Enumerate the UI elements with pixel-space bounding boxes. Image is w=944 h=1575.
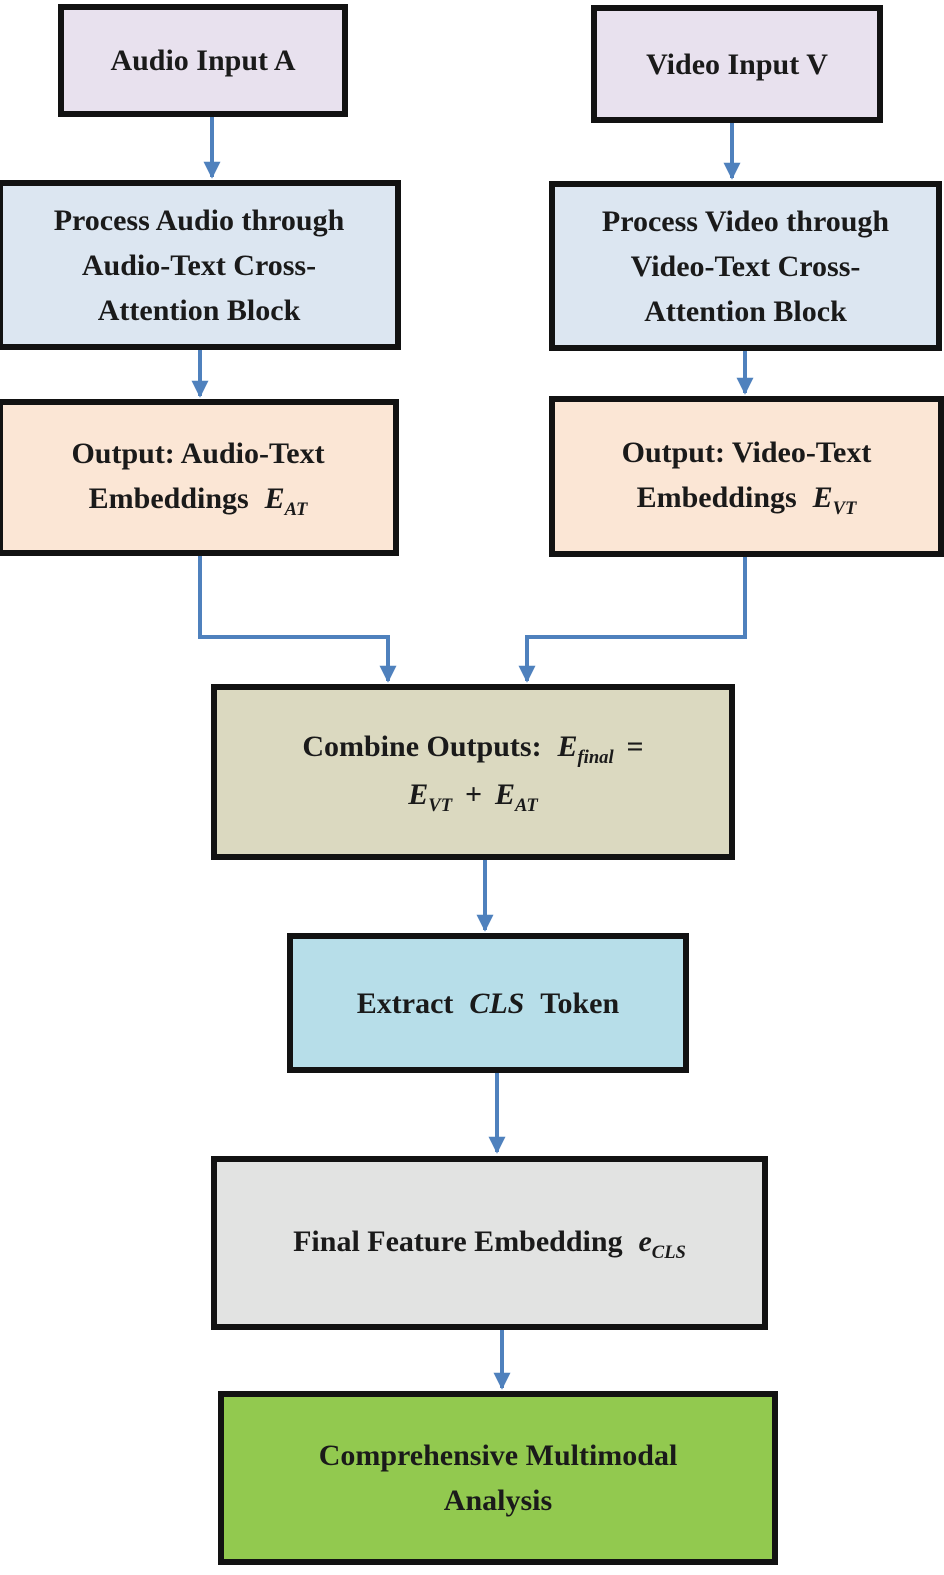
node-label-line: Output: Video-Text [621, 436, 872, 470]
math-subscript: final [577, 747, 614, 769]
math-subscript: AT [284, 499, 308, 521]
node-label-line: Embeddings EAT [71, 476, 324, 524]
connector-output-vt-to-combine [518, 557, 747, 683]
node-label-line: Comprehensive Multimodal [318, 1439, 678, 1472]
node-label-line: Audio-Text Cross- [81, 248, 317, 282]
node-process-audio: Process Audio through Audio-Text Cross- … [0, 180, 401, 350]
node-video-input: Video Input V [591, 5, 883, 123]
node-combine-outputs: Combine Outputs: Efinal = EVT + EAT [211, 684, 735, 860]
node-final-feature-embedding: Final Feature Embedding eCLS [211, 1156, 768, 1330]
node-label-line: Process Audio through [53, 203, 345, 237]
node-label-line: Video-Text Cross- [630, 249, 861, 283]
label-text: Combine Outputs: [302, 730, 542, 764]
node-output-video-text: Output: Video-Text Embeddings EVT [549, 396, 944, 557]
node-label-line: Process Video through [601, 204, 890, 238]
node-label: Output: Video-Text Embeddings EVT [622, 430, 872, 523]
node-extract-cls-token: Extract CLS Token [287, 933, 689, 1073]
node-label-line: Embeddings EVT [622, 475, 872, 523]
math-subscript: CLS [651, 1242, 686, 1264]
math-var: E [494, 778, 515, 811]
equals-sign: = [626, 730, 644, 764]
node-label-line: Output: Audio-Text [71, 437, 325, 471]
math-subscript: AT [514, 795, 538, 816]
node-label-line: EVT + EAT [302, 772, 643, 820]
label-text: Embeddings [636, 481, 797, 515]
math-var: E [264, 482, 285, 516]
math-var: E [812, 481, 833, 515]
node-label: Extract CLS Token [357, 981, 619, 1026]
node-label: Process Audio through Audio-Text Cross- … [54, 198, 345, 333]
math-subscript: VT [832, 498, 857, 520]
node-label: Final Feature Embedding eCLS [293, 1219, 686, 1267]
math-var: e [638, 1225, 652, 1259]
node-comprehensive-multimodal-analysis: Comprehensive Multimodal Analysis [218, 1391, 778, 1565]
label-text: Final Feature Embedding [293, 1225, 623, 1259]
label-text: Embeddings [88, 482, 249, 516]
plus-sign: + [464, 778, 483, 811]
node-label: Video Input V [646, 47, 828, 81]
math-var: E [408, 778, 429, 811]
label-text: Extract [356, 986, 454, 1020]
node-label-line: Combine Outputs: Efinal = [302, 724, 643, 772]
label-text: Token [540, 986, 620, 1020]
node-label-line: Attention Block [97, 293, 301, 327]
node-label-line: Analysis [443, 1484, 553, 1517]
connector-output-at-to-combine [198, 556, 397, 683]
node-label-line: Attention Block [644, 294, 847, 328]
math-subscript: VT [428, 795, 453, 816]
node-process-video: Process Video through Video-Text Cross- … [549, 181, 942, 351]
node-label: Audio Input A [110, 44, 296, 77]
node-output-audio-text: Output: Audio-Text Embeddings EAT [0, 399, 399, 556]
math-var: CLS [469, 986, 525, 1020]
node-label: Output: Audio-Text Embeddings EAT [71, 431, 324, 524]
node-audio-input: Audio Input A [58, 4, 348, 117]
node-label: Process Video through Video-Text Cross- … [602, 199, 889, 334]
node-label: Comprehensive Multimodal Analysis [319, 1433, 678, 1523]
node-label: Combine Outputs: Efinal = EVT + EAT [302, 724, 643, 820]
math-var: E [557, 730, 578, 764]
